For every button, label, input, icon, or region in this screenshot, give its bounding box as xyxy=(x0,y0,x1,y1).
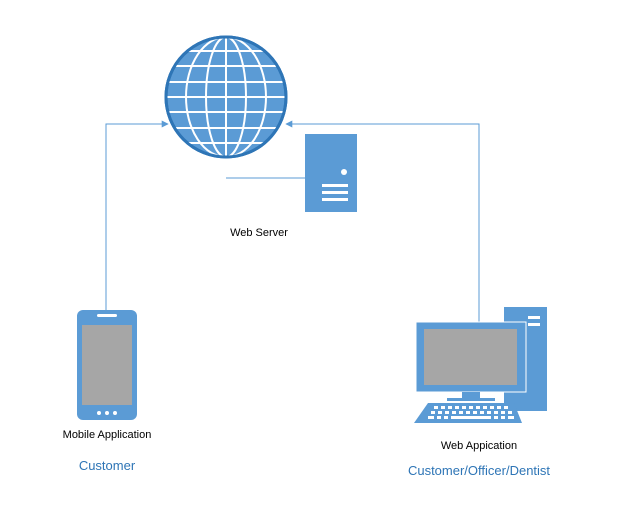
mobile-role-label: Customer xyxy=(79,458,136,473)
web-to-internet-connector xyxy=(285,120,480,322)
web-app-label: Web Appication xyxy=(441,440,517,452)
smartphone-icon xyxy=(77,310,137,420)
server-tower-icon xyxy=(305,134,357,212)
mobile-app-label: Mobile Application xyxy=(63,429,152,441)
web-server-label: Web Server xyxy=(230,227,288,239)
web-role-label: Customer/Officer/Dentist xyxy=(408,463,550,478)
desktop-computer-icon xyxy=(414,307,547,423)
mobile-to-internet-connector xyxy=(105,120,169,310)
globe-icon xyxy=(164,35,288,159)
